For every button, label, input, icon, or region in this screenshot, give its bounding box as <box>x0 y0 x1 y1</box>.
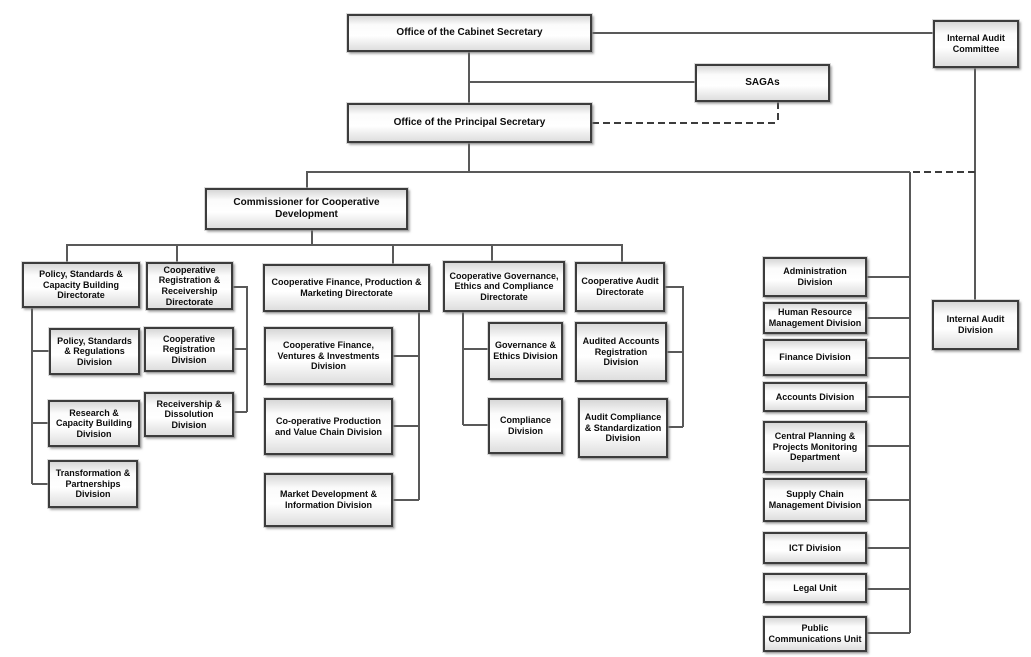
node-div-receivership-dissolution: Receivership & Dissolution Division <box>144 392 234 437</box>
node-div-transformation-partnerships: Transformation & Partnerships Division <box>48 460 138 508</box>
node-cabinet-secretary: Office of the Cabinet Secretary <box>347 14 592 52</box>
node-div-public-communications: Public Communications Unit <box>763 616 867 652</box>
node-div-audit-compliance-standardization: Audit Compliance & Standardization Divis… <box>578 398 668 458</box>
node-principal-secretary: Office of the Principal Secretary <box>347 103 592 143</box>
connector-governance-column <box>462 312 488 426</box>
node-div-finance: Finance Division <box>763 339 867 376</box>
connector-policy-column <box>31 308 49 485</box>
node-sagas: SAGAs <box>695 64 830 102</box>
connector-directorate-distribution <box>66 244 623 264</box>
connector-main-horizontal-to-commissioner <box>306 171 910 188</box>
node-div-accounts: Accounts Division <box>763 382 867 412</box>
node-internal-audit-committee: Internal Audit Committee <box>933 20 1019 68</box>
node-div-market-development: Market Development & Information Divisio… <box>264 473 393 527</box>
node-dir-registration-receivership: Cooperative Registration & Receivership … <box>146 262 233 310</box>
node-dir-audit: Cooperative Audit Directorate <box>575 262 665 312</box>
node-div-ict: ICT Division <box>763 532 867 564</box>
node-dir-governance-ethics-compliance: Cooperative Governance, Ethics and Compl… <box>443 261 565 312</box>
connector-audit-column <box>665 286 684 428</box>
node-div-research-capacity: Research & Capacity Building Division <box>48 400 140 447</box>
node-div-compliance: Compliance Division <box>488 398 563 454</box>
node-div-finance-ventures-investments: Cooperative Finance, Ventures & Investme… <box>264 327 393 385</box>
connector-finance-column <box>393 312 420 501</box>
node-div-central-planning: Central Planning & Projects Monitoring D… <box>763 421 867 473</box>
node-div-supply-chain: Supply Chain Management Division <box>763 478 867 522</box>
node-commissioner: Commissioner for Cooperative Development <box>205 188 408 230</box>
node-div-cooperative-registration: Cooperative Registration Division <box>144 327 234 372</box>
node-div-administration: Administration Division <box>763 257 867 297</box>
connector-registration-column <box>233 286 248 413</box>
node-div-policy-standards-regulations: Policy, Standards & Regulations Division <box>49 328 140 375</box>
node-div-hr-management: Human Resource Management Division <box>763 302 867 334</box>
node-div-audited-accounts: Audited Accounts Registration Division <box>575 322 667 382</box>
node-div-internal-audit: Internal Audit Division <box>932 300 1019 350</box>
node-dir-policy-standards-capacity: Policy, Standards & Capacity Building Di… <box>22 262 140 308</box>
node-dir-finance-production-marketing: Cooperative Finance, Production & Market… <box>263 264 430 312</box>
node-div-governance-ethics: Governance & Ethics Division <box>488 322 563 380</box>
node-div-legal: Legal Unit <box>763 573 867 603</box>
node-div-production-value-chain: Co-operative Production and Value Chain … <box>264 398 393 455</box>
connector-right-spine-branches <box>867 276 910 634</box>
